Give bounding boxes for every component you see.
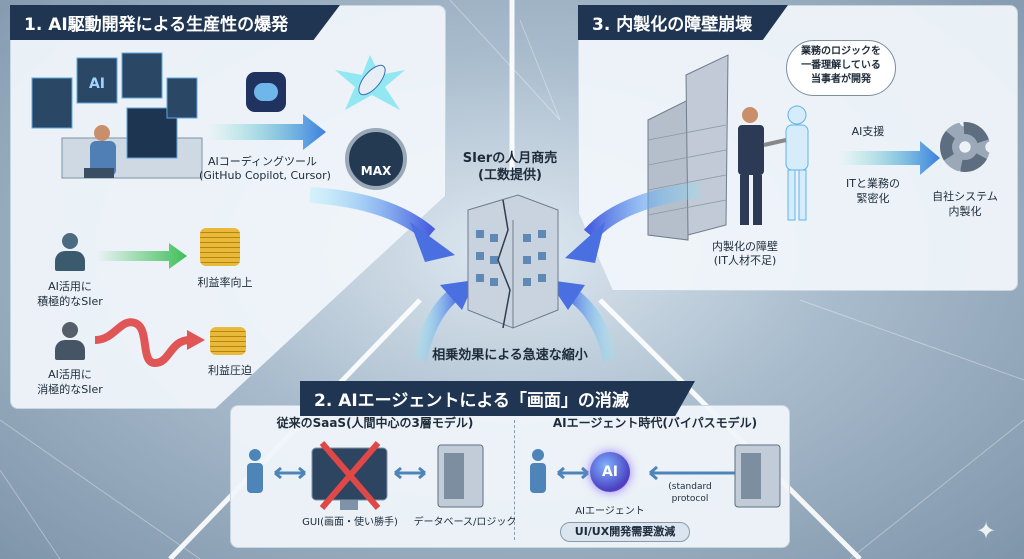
user-icon bbox=[530, 449, 546, 493]
negative-sier-avatar bbox=[55, 322, 85, 362]
protocol-label-2: protocol bbox=[671, 494, 709, 504]
bubble-text-3: 当事者が開発 bbox=[811, 74, 871, 85]
ai-coding-tool-label: AIコーディングツール bbox=[208, 155, 317, 168]
gear-icon bbox=[940, 122, 990, 172]
negative-sier-label-1: AI活用に bbox=[48, 368, 92, 381]
businessman-robot-handshake-illustration bbox=[738, 105, 809, 225]
negative-result-label: 利益圧迫 bbox=[208, 364, 252, 377]
in-house-label-2: 内製化 bbox=[948, 205, 982, 218]
bubble-text-2: 一番理解している bbox=[801, 60, 881, 71]
it-business-label-1: ITと業務の bbox=[846, 177, 900, 190]
rocket-icon bbox=[335, 55, 405, 110]
thought-bubble bbox=[786, 40, 896, 96]
wall-label-2: (IT人材不足) bbox=[713, 254, 777, 267]
svg-text:AI: AI bbox=[89, 76, 105, 92]
arrow-right-icon bbox=[208, 114, 326, 150]
cracked-building-illustration bbox=[467, 194, 559, 329]
ai-agent-era-heading: AIエージェント時代(バイパスモデル) bbox=[552, 416, 758, 430]
positive-sier-label-2: 積極的なSIer bbox=[37, 295, 103, 308]
sparkle-icon: ✦ bbox=[976, 517, 997, 545]
positive-result-label: 利益率向上 bbox=[197, 276, 253, 289]
center-title-2: (工数提供) bbox=[478, 168, 542, 183]
small-coins-icon bbox=[210, 327, 246, 355]
positive-sier-label-1: AI活用に bbox=[48, 280, 92, 293]
wall-label-1: 内製化の障壁 bbox=[712, 240, 778, 253]
server-icon bbox=[437, 444, 484, 508]
legacy-flow-diagram bbox=[247, 441, 484, 510]
agent-flow-diagram bbox=[530, 444, 781, 508]
db-logic-label: データベース/ロジック bbox=[413, 517, 517, 528]
copilot-app-icon bbox=[246, 72, 286, 112]
center-caption: 相乗効果による急速な縮小 bbox=[432, 348, 588, 363]
ai-coding-tool-examples: (GitHub Copilot, Cursor) bbox=[199, 169, 331, 182]
bubble-text-1: 業務のロジックを bbox=[801, 46, 881, 57]
ai-agent-orb-icon: AI bbox=[590, 452, 630, 492]
ai-support-label: AI支援 bbox=[851, 125, 885, 138]
developer-workstation-illustration: AI bbox=[31, 52, 203, 179]
center-title-1: SIerの人月商売 bbox=[462, 151, 558, 166]
negative-sier-label-2: 消極的なSIer bbox=[37, 383, 103, 396]
ui-ux-demand-badge: UI/UX開発需要激減 bbox=[560, 522, 690, 542]
section1-title: 1. AI駆動開発による生産性の爆発 bbox=[10, 5, 340, 40]
ai-agent-label: AIエージェント bbox=[575, 506, 645, 517]
legacy-saas-heading: 従来のSaaS(人間中心の3層モデル) bbox=[276, 416, 474, 430]
wavy-red-arrow-icon bbox=[94, 318, 205, 368]
red-x-icon bbox=[319, 441, 381, 510]
speed-gauge-icon: MAX bbox=[345, 128, 407, 190]
gui-label: GUI(画面・使い勝手) bbox=[302, 517, 398, 528]
green-arrow-icon bbox=[97, 243, 187, 269]
section-divider bbox=[514, 420, 515, 540]
coins-stack-icon bbox=[200, 228, 240, 266]
arrow-right-icon bbox=[840, 141, 940, 175]
ai-badge-text: AI bbox=[601, 464, 619, 480]
section3-title: 3. 内製化の障壁崩壊 bbox=[578, 5, 788, 40]
gauge-max-label: MAX bbox=[360, 164, 392, 178]
in-house-label-1: 自社システム bbox=[932, 190, 998, 203]
server-icon bbox=[734, 444, 781, 508]
it-business-label-2: 緊密化 bbox=[856, 192, 890, 205]
user-icon bbox=[247, 449, 263, 493]
section2-title: 2. AIエージェントによる「画面」の消滅 bbox=[300, 381, 695, 416]
positive-sier-avatar bbox=[55, 233, 85, 273]
protocol-label-1: (standard bbox=[668, 482, 712, 492]
